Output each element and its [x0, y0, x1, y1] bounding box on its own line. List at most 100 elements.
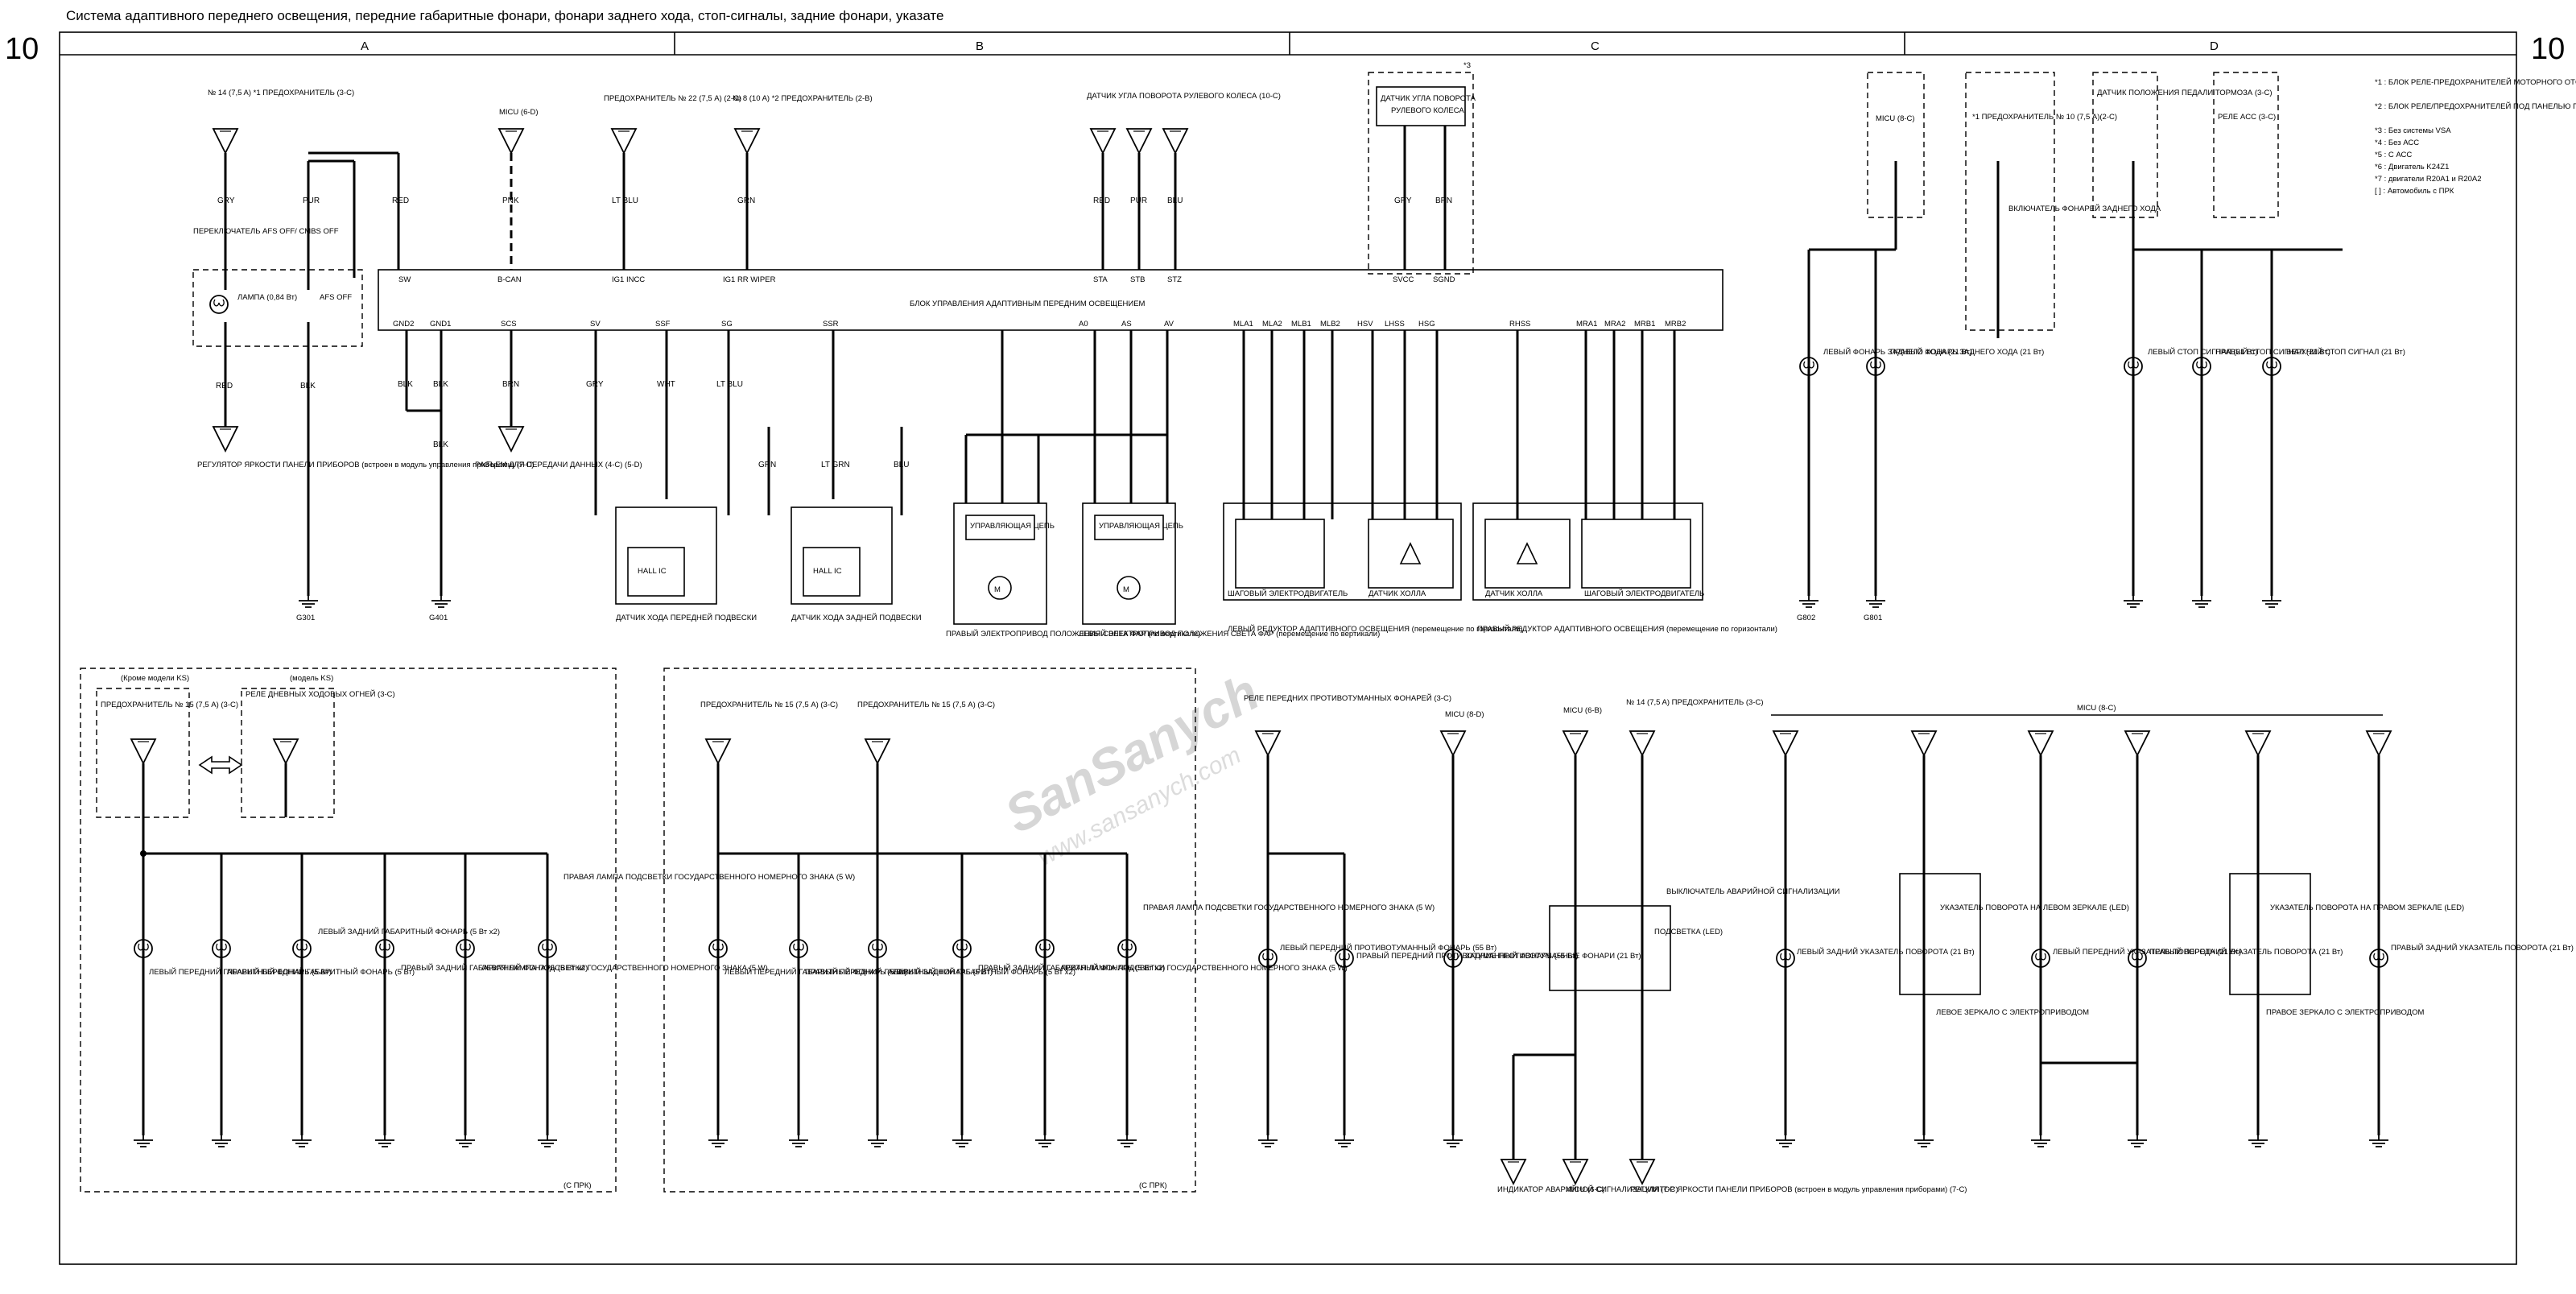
svg-text:ЛЕВЫЙ ЭЛЕКТРОПРИВОД ПОЛОЖЕНИЯ: ЛЕВЫЙ ЭЛЕКТРОПРИВОД ПОЛОЖЕНИЯ СВЕТА ФАР …	[1079, 629, 1380, 639]
svg-text:РЕГУЛЯТОР ЯРКОСТИ ПАНЕЛИ ПРИБО: РЕГУЛЯТОР ЯРКОСТИ ПАНЕЛИ ПРИБОРОВ (встро…	[1630, 1185, 1967, 1194]
footnotes: *1 : БЛОК РЕЛЕ-ПРЕДОХРАНИТЕЛЕЙ МОТОРНОГО…	[2375, 77, 2576, 196]
svg-text:ЛЕВАЯ ЛАМПА ПОДСВЕТКИ ГОСУДАРС: ЛЕВАЯ ЛАМПА ПОДСВЕТКИ ГОСУДАРСТВЕННОГО Н…	[1061, 964, 1348, 973]
svg-text:УПРАВЛЯЮЩАЯ ЦЕПЬ: УПРАВЛЯЮЩАЯ ЦЕПЬ	[1099, 522, 1183, 531]
fuse-22-source: ПРЕДОХРАНИТЕЛЬ № 22 (7,5 A) (2-C) LT BLU	[604, 94, 741, 270]
page-title: Система адаптивного переднего освещения,…	[66, 8, 944, 23]
svg-text:LT GRN: LT GRN	[821, 461, 850, 469]
svg-text:STB: STB	[1130, 275, 1145, 284]
svg-text:MRA2: MRA2	[1604, 320, 1625, 329]
svg-text:LT BLU: LT BLU	[716, 380, 743, 389]
svg-text:ПРЕДОХРАНИТЕЛЬ № 22 (7,5 A) (2: ПРЕДОХРАНИТЕЛЬ № 22 (7,5 A) (2-C)	[604, 94, 741, 103]
svg-text:PUR: PUR	[1130, 196, 1147, 205]
turn-signal-circuit: MICU (8-C) ЛЕВЫЙ ЗАДНИЙ УКАЗАТЕЛЬ ПОВОРО…	[1771, 704, 2574, 1147]
svg-text:HALL IC: HALL IC	[638, 567, 667, 576]
svg-text:РАЗЪЕМ ДЛЯ ПЕРЕДАЧИ ДАННЫХ (4-: РАЗЪЕМ ДЛЯ ПЕРЕДАЧИ ДАННЫХ (4-C) (5-D)	[475, 461, 642, 469]
svg-text:MRB1: MRB1	[1634, 320, 1655, 329]
svg-text:*1 : БЛОК РЕЛЕ-ПРЕДОХРАНИТЕЛЕЙ: *1 : БЛОК РЕЛЕ-ПРЕДОХРАНИТЕЛЕЙ МОТОРНОГО…	[2375, 77, 2576, 87]
svg-text:РЕЛЕ ПЕРЕДНИХ ПРОТИВОТУМАННЫХ: РЕЛЕ ПЕРЕДНИХ ПРОТИВОТУМАННЫХ ФОНАРЕЙ (3…	[1244, 693, 1451, 703]
fuse-14-source: № 14 (7,5 A) *1 ПРЕДОХРАНИТЕЛЬ (3-C) GRY	[208, 89, 354, 290]
svg-text:IG1 RR WIPER: IG1 RR WIPER	[723, 275, 776, 284]
svg-text:BLU: BLU	[894, 461, 909, 469]
svg-text:STA: STA	[1093, 275, 1108, 284]
svg-text:MICU (6-C): MICU (6-C)	[1566, 1185, 1605, 1194]
svg-text:№ 14 (7,5 A) ПРЕДОХРАНИТЕЛЬ (3: № 14 (7,5 A) ПРЕДОХРАНИТЕЛЬ (3-C)	[1626, 698, 1764, 707]
svg-text:M: M	[994, 585, 1001, 594]
svg-text:ПРАВЫЙ ФОНАРЬ ЗАДНЕГО ХОДА (21: ПРАВЫЙ ФОНАРЬ ЗАДНЕГО ХОДА (21 Вт)	[1890, 347, 2044, 357]
svg-text:*2 : БЛОК РЕЛЕ/ПРЕДОХРАНИТЕЛЕЙ: *2 : БЛОК РЕЛЕ/ПРЕДОХРАНИТЕЛЕЙ ПОД ПАНЕЛ…	[2375, 101, 2576, 111]
rear-height-sensor: GRN LT GRN BLU HALL IC ДАТЧИК ХОДА ЗАДНЕ…	[758, 330, 922, 622]
svg-text:ВКЛЮЧАТЕЛЬ ФОНАРЕЙ ЗАДНЕГО ХОД: ВКЛЮЧАТЕЛЬ ФОНАРЕЙ ЗАДНЕГО ХОДА	[2008, 204, 2161, 213]
svg-text:РЕЛЕ ACC (3-C): РЕЛЕ ACC (3-C)	[2218, 113, 2276, 122]
svg-text:ЗАДНИЕ ПРОТИВОТУМАННЫЕ ФОНАРИ: ЗАДНИЕ ПРОТИВОТУМАННЫЕ ФОНАРИ (21 Вт)	[1465, 952, 1641, 961]
svg-text:RED: RED	[1093, 196, 1110, 205]
svg-text:ЛАМПА (0,84 Вт): ЛАМПА (0,84 Вт)	[237, 293, 297, 302]
svg-text:ДАТЧИК ПОЛОЖЕНИЯ ПЕДАЛИ ТОРМОЗ: ДАТЧИК ПОЛОЖЕНИЯ ПЕДАЛИ ТОРМОЗА (3-C)	[2097, 89, 2272, 97]
column-label-c: C	[1591, 39, 1600, 53]
right-swivel-actuator: ДАТЧИК ХОЛЛА ШАГОВЫЙ ЭЛЕКТРОДВИГАТЕЛЬ ПР…	[1472, 330, 1777, 634]
position-lamp-group-2: ПРЕДОХРАНИТЕЛЬ № 15 (7,5 A) (3-C) ПРЕДОХ…	[663, 668, 1435, 1193]
svg-text:ПРЕДОХРАНИТЕЛЬ № 15 (7,5 A) (3: ПРЕДОХРАНИТЕЛЬ № 15 (7,5 A) (3-C)	[101, 701, 238, 709]
svg-text:ВЫКЛЮЧАТЕЛЬ АВАРИЙНОЙ СИГНАЛИЗ: ВЫКЛЮЧАТЕЛЬ АВАРИЙНОЙ СИГНАЛИЗАЦИИ	[1666, 887, 1840, 896]
svg-text:*4 : Без АСС: *4 : Без АСС	[2375, 138, 2419, 147]
svg-text:ДАТЧИК ХОДА ЗАДНЕЙ ПОДВЕСКИ: ДАТЧИК ХОДА ЗАДНЕЙ ПОДВЕСКИ	[791, 613, 922, 622]
watermark: SanSanych www.sansanych.com	[996, 663, 1268, 871]
svg-text:BLK: BLK	[433, 380, 448, 389]
svg-text:PNK: PNK	[502, 196, 519, 205]
svg-text:SGND: SGND	[1433, 275, 1455, 284]
svg-text:*6 : Двигатель K24Z1: *6 : Двигатель K24Z1	[2375, 163, 2449, 172]
svg-text:MICU (6-B): MICU (6-B)	[1563, 706, 1602, 715]
svg-text:*7 : двигатели R20A1 и R20A2: *7 : двигатели R20A1 и R20A2	[2375, 175, 2482, 184]
svg-text:ПРАВОЕ ЗЕРКАЛО С ЭЛЕКТРОПРИВОД: ПРАВОЕ ЗЕРКАЛО С ЭЛЕКТРОПРИВОДОМ	[2266, 1008, 2424, 1017]
svg-text:MICU (8-C): MICU (8-C)	[1876, 114, 1915, 123]
svg-text:ПРЕДОХРАНИТЕЛЬ № 15 (7,5 A) (3: ПРЕДОХРАНИТЕЛЬ № 15 (7,5 A) (3-C)	[857, 701, 995, 709]
svg-text:GND1: GND1	[430, 320, 451, 329]
svg-text:ПРАВАЯ ЛАМПА ПОДСВЕТКИ ГОСУДАР: ПРАВАЯ ЛАМПА ПОДСВЕТКИ ГОСУДАРСТВЕННОГО …	[1143, 903, 1435, 912]
svg-text:ПРАВЫЙ ПЕРЕДНИЙ ПРОТИВОТУМАННЫ: ПРАВЫЙ ПЕРЕДНИЙ ПРОТИВОТУМАННЫЙ ФОНАРЬ (…	[1356, 951, 1579, 961]
right-leveler-motor: УПРАВЛЯЮЩАЯ ЦЕПЬ M ПРАВЫЙ ЭЛЕКТРОПРИВОД …	[946, 330, 1200, 639]
fog-lamp-circuit: РЕЛЕ ПЕРЕДНИХ ПРОТИВОТУМАННЫХ ФОНАРЕЙ (3…	[1244, 693, 1641, 1147]
svg-text:SVCC: SVCC	[1393, 275, 1414, 284]
svg-text:УКАЗАТЕЛЬ ПОВОРОТА НА ПРАВОМ З: УКАЗАТЕЛЬ ПОВОРОТА НА ПРАВОМ ЗЕРКАЛЕ (LE…	[2270, 903, 2464, 912]
svg-text:*3: *3	[1463, 61, 1471, 70]
svg-text:MRB2: MRB2	[1665, 320, 1686, 329]
svg-text:БЛОК УПРАВЛЕНИЯ АДАПТИВНЫМ ПЕР: БЛОК УПРАВЛЕНИЯ АДАПТИВНЫМ ПЕРЕДНИМ ОСВЕ…	[910, 300, 1146, 308]
svg-text:ПРАВЫЙ ЗАДНИЙ УКАЗАТЕЛЬ ПОВОРО: ПРАВЫЙ ЗАДНИЙ УКАЗАТЕЛЬ ПОВОРОТА (21 Вт)	[2391, 943, 2574, 953]
column-label-a: A	[361, 39, 369, 53]
svg-text:BRN: BRN	[1435, 196, 1452, 205]
svg-text:ПРАВЫЙ ЗАДНИЙ ГАБАРИТНЫЙ ФОНАР: ПРАВЫЙ ЗАДНИЙ ГАБАРИТНЫЙ ФОНАРЬ (5 Вт x2…	[978, 963, 1165, 973]
svg-text:ПРАВЫЙ РЕДУКТОР АДАПТИВНОГО ОС: ПРАВЫЙ РЕДУКТОР АДАПТИВНОГО ОСВЕЩЕНИЯ (п…	[1477, 624, 1777, 634]
position-lamp-group-1: (Кроме модели KS) (модель KS) ПРЕДОХРАНИ…	[80, 668, 855, 1193]
svg-text:LT BLU: LT BLU	[612, 196, 638, 205]
svg-text:GND2: GND2	[393, 320, 414, 329]
svg-text:G802: G802	[1797, 614, 1815, 622]
svg-text:AV: AV	[1164, 320, 1174, 329]
svg-text:BLK: BLK	[398, 380, 413, 389]
svg-text:GRY: GRY	[1394, 196, 1412, 205]
svg-text:ПРАВЫЙ ПЕРЕДНИЙ ГАБАРИТНЫЙ ФОН: ПРАВЫЙ ПЕРЕДНИЙ ГАБАРИТНЫЙ ФОНАРЬ (5 Вт)	[805, 967, 993, 977]
svg-text:ЛЕВЫЙ ПЕРЕДНИЙ УКАЗАТЕЛЬ ПОВОР: ЛЕВЫЙ ПЕРЕДНИЙ УКАЗАТЕЛЬ ПОВОРОТА (21 Вт…	[2053, 947, 2241, 957]
svg-text:(Кроме модели KS): (Кроме модели KS)	[121, 674, 189, 683]
page-number-right: 10	[2531, 32, 2566, 66]
svg-text:SSR: SSR	[823, 320, 839, 329]
front-height-sensor: GRY WHT LT BLU HALL IC ДАТЧИК ХОДА ПЕРЕД…	[586, 330, 757, 622]
svg-text:№ 8 (10 A) *2 ПРЕДОХРАНИТЕЛЬ (: № 8 (10 A) *2 ПРЕДОХРАНИТЕЛЬ (2-B)	[733, 94, 873, 103]
fuse-14-label: № 14 (7,5 A) *1 ПРЕДОХРАНИТЕЛЬ (3-C)	[208, 89, 354, 97]
svg-text:ШАГОВЫЙ ЭЛЕКТРОДВИГАТЕЛЬ: ШАГОВЫЙ ЭЛЕКТРОДВИГАТЕЛЬ	[1228, 589, 1348, 598]
svg-text:ЛЕВЫЙ ПЕРЕДНИЙ ГАБАРИТНЫЙ ФОНА: ЛЕВЫЙ ПЕРЕДНИЙ ГАБАРИТНЫЙ ФОНАРЬ (5 Вт)	[724, 967, 907, 977]
svg-text:ЛЕВАЯ ЛАМПА ПОДСВЕТКИ ГОСУДАРС: ЛЕВАЯ ЛАМПА ПОДСВЕТКИ ГОСУДАРСТВЕННОГО Н…	[481, 964, 768, 973]
svg-text:GRN: GRN	[737, 196, 755, 205]
svg-text:[ ] : Автомобиль с ПРК: [ ] : Автомобиль с ПРК	[2375, 187, 2454, 196]
svg-text:AFS OFF: AFS OFF	[320, 293, 352, 302]
svg-text:BLK: BLK	[433, 440, 448, 449]
svg-text:*1 ПРЕДОХРАНИТЕЛЬ № 10 (7,5 A): *1 ПРЕДОХРАНИТЕЛЬ № 10 (7,5 A)(2-C)	[1972, 113, 2117, 122]
svg-text:AS: AS	[1121, 320, 1132, 329]
column-markers: A B C D	[361, 32, 2219, 55]
svg-text:*3 : Без системы VSA: *3 : Без системы VSA	[2375, 126, 2451, 135]
svg-text:ПРАВЫЙ СТОП СИГНАЛ (21 Вт): ПРАВЫЙ СТОП СИГНАЛ (21 Вт)	[2215, 347, 2330, 357]
page-number-left: 10	[5, 32, 39, 66]
svg-text:ЛЕВЫЙ РЕДУКТОР АДАПТИВНОГО ОСВ: ЛЕВЫЙ РЕДУКТОР АДАПТИВНОГО ОСВЕЩЕНИЯ (пе…	[1228, 624, 1523, 634]
column-label-b: B	[976, 39, 984, 53]
svg-text:ЛЕВЫЙ ПЕРЕДНИЙ ГАБАРИТНЫЙ ФОНА: ЛЕВЫЙ ПЕРЕДНИЙ ГАБАРИТНЫЙ ФОНАРЬ (5 Вт)	[149, 967, 332, 977]
steering-angle-sensor-2: ДАТЧИК УГЛА ПОВОРОТА РУЛЕВОГО КОЛЕСА *3 …	[1368, 61, 1476, 275]
